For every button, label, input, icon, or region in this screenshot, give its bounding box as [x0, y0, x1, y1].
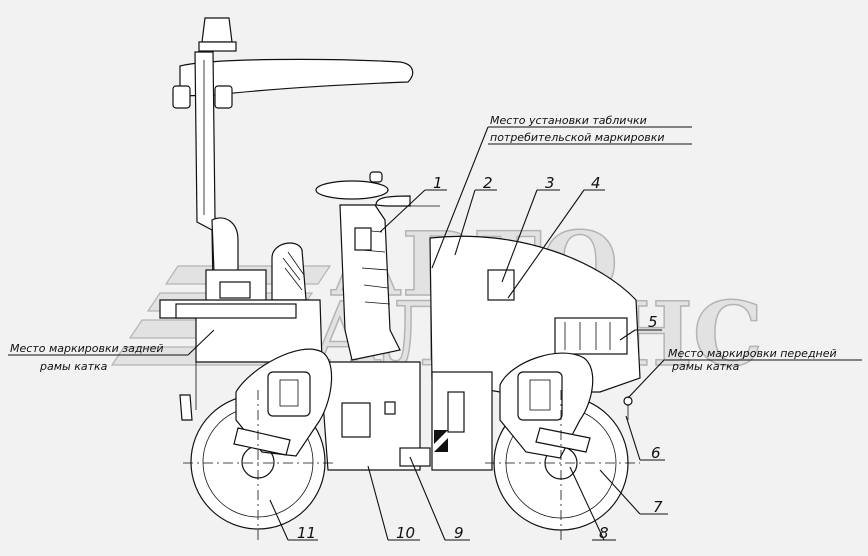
column-plate: [354, 227, 372, 251]
plate-label-line1: Место установки таблички: [490, 114, 647, 127]
callout-8: 8: [599, 524, 609, 542]
callout-1: 1: [433, 174, 443, 192]
frame-window: [341, 402, 371, 438]
rear-light: [179, 394, 193, 421]
callout-3: 3: [545, 174, 555, 192]
hitch-block: [399, 447, 431, 467]
leader-lines: [8, 126, 862, 541]
fuel-tank: [175, 303, 297, 319]
seat-panel: [219, 281, 251, 299]
canopy-roof: [179, 58, 414, 97]
callout-2: 2: [483, 174, 493, 192]
canopy-hinge-right: [214, 85, 233, 109]
steering-wheel: [315, 180, 389, 200]
beacon-base: [198, 41, 237, 52]
front-marker-bolt: [623, 396, 633, 406]
callouts: 1 2 3 4 5 6 7 8 9 10 11: [297, 174, 663, 542]
operator-station: [159, 217, 323, 421]
frame-bolt: [384, 401, 396, 415]
rear-motor: [267, 371, 311, 417]
center-lines: [183, 390, 640, 540]
rear-drum-arm: [233, 427, 291, 456]
front-frame-label-line2: рамы катка: [671, 360, 740, 373]
beacon-light: [201, 17, 233, 43]
callout-5: 5: [648, 313, 658, 331]
warning-stripes: [434, 430, 448, 452]
callout-10: 10: [396, 524, 415, 542]
front-motor: [517, 371, 563, 421]
engine-hood: [429, 235, 641, 471]
rear-frame-label-line2: рамы катка: [39, 360, 108, 373]
canopy-hinge-left: [172, 85, 191, 109]
callout-6: 6: [651, 444, 661, 462]
seat-back: [211, 217, 239, 273]
callout-9: 9: [454, 524, 464, 542]
callout-11: 11: [297, 524, 316, 542]
lever: [375, 195, 411, 207]
front-frame-label-line1: Место маркировки передней: [668, 347, 837, 360]
front-frame-slot: [447, 391, 465, 433]
steering-column: [315, 171, 440, 471]
rear-drum: [190, 348, 333, 530]
component-5: [554, 317, 628, 355]
callout-4: 4: [591, 174, 601, 192]
front-drum-arm: [535, 427, 591, 453]
annotations: Место установки таблички потребительской…: [10, 114, 837, 373]
rear-frame-label-line1: Место маркировки задней: [10, 342, 164, 355]
plate-label-line2: потребительской маркировки: [490, 131, 665, 144]
component-3: [487, 269, 515, 301]
steering-knob: [369, 171, 383, 183]
control-console: [271, 242, 307, 301]
callout-7: 7: [653, 498, 663, 516]
